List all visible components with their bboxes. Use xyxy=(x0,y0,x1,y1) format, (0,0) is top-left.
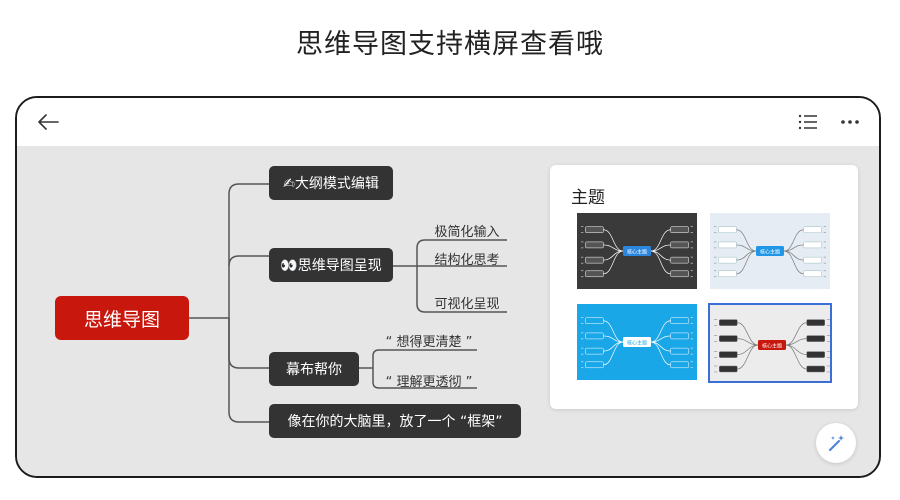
leaf-minimal-input[interactable]: 极简化输入 xyxy=(434,224,500,240)
branch-outline-edit[interactable]: ✍大纲模式编辑 xyxy=(269,166,393,200)
theme-thumbnail-light-blue[interactable]: 核心主题 xyxy=(710,213,830,289)
leaf-think-clearer[interactable]: “ 想得更清楚 ” xyxy=(385,334,473,350)
theme-panel-title: 主题 xyxy=(571,188,605,208)
mindmap-root-node[interactable]: 思维导图 xyxy=(55,296,189,340)
theme-center-label: 核心主题 xyxy=(760,249,780,256)
leaf-understand-deeper[interactable]: “ 理解更透彻 ” xyxy=(385,374,473,390)
theme-panel: 主题 核心主题 核心主题 核心主题 核心主题 xyxy=(550,165,858,409)
theme-thumbnail-graphic: 核心主题 xyxy=(710,305,830,381)
branch-mindmap-display[interactable]: 👀思维导图呈现 xyxy=(269,248,393,282)
theme-thumbnail-graphic: 核心主题 xyxy=(710,213,830,289)
magic-wand-icon[interactable] xyxy=(816,423,856,463)
theme-thumbnail-dark[interactable]: 核心主题 xyxy=(577,213,697,289)
theme-thumbnail-graphic: 核心主题 xyxy=(577,304,697,380)
more-dots-icon[interactable] xyxy=(837,110,863,134)
theme-center-label: 核心主题 xyxy=(627,340,647,347)
theme-thumbnail-classic[interactable]: 核心主题 xyxy=(708,303,832,383)
leaf-visual-display[interactable]: 可视化呈现 xyxy=(434,296,500,312)
theme-thumbnail-cyan[interactable]: 核心主题 xyxy=(577,304,697,380)
theme-thumbnail-graphic: 核心主题 xyxy=(577,213,697,289)
top-toolbar xyxy=(17,98,879,146)
theme-center-label: 核心主题 xyxy=(627,249,647,256)
theme-center-label: 核心主题 xyxy=(762,343,782,350)
device-frame: 思维导图 ✍大纲模式编辑 👀思维导图呈现 幕布帮你 像在你的大脑里，放了一个 “… xyxy=(15,96,881,478)
branch-brain-framework[interactable]: 像在你的大脑里，放了一个 “框架” xyxy=(269,404,521,438)
branch-mubu-helps[interactable]: 幕布帮你 xyxy=(269,352,359,386)
outline-list-icon[interactable] xyxy=(796,110,820,134)
back-arrow-icon[interactable] xyxy=(35,110,61,134)
mindmap-connectors xyxy=(189,183,507,423)
leaf-structured-thinking[interactable]: 结构化思考 xyxy=(434,252,500,268)
page-headline: 思维导图支持横屏查看哦 xyxy=(296,29,604,60)
mindmap-canvas: 思维导图 ✍大纲模式编辑 👀思维导图呈现 幕布帮你 像在你的大脑里，放了一个 “… xyxy=(17,146,879,476)
